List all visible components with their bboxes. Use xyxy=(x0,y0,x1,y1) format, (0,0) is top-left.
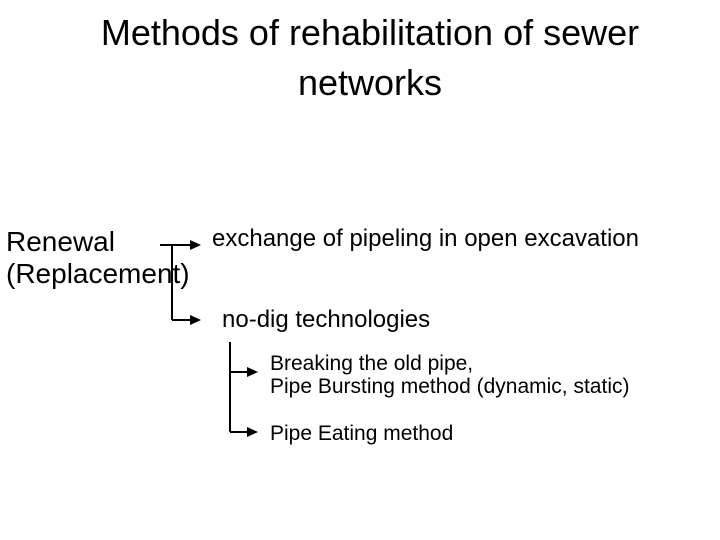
arrow-right-icon xyxy=(247,367,258,377)
arrow-right-icon xyxy=(247,427,258,437)
node-open-excavation: exchange of pipeling in open excavation xyxy=(212,225,639,252)
slide-title-line2: networks xyxy=(297,62,443,103)
slide-title: Methods of rehabilitation of sewer netwo… xyxy=(20,8,720,108)
node-pipe-bursting-line1: Breaking the old pipe, xyxy=(270,352,474,375)
slide-title-line1: Methods of rehabilitation of sewer xyxy=(100,12,640,53)
arrow-right-icon xyxy=(190,240,201,250)
node-renewal-line2: (Replacement) xyxy=(6,258,190,289)
node-pipe-bursting-line2: Pipe Bursting method (dynamic, static) xyxy=(270,375,630,398)
node-renewal-line1: Renewal xyxy=(6,226,115,257)
node-pipe-bursting: Breaking the old pipe, Pipe Bursting met… xyxy=(270,352,629,398)
node-renewal: Renewal (Replacement) xyxy=(6,226,190,290)
node-pipe-eating: Pipe Eating method xyxy=(270,422,454,445)
arrow-right-icon xyxy=(190,315,201,325)
node-no-dig: no-dig technologies xyxy=(222,306,431,333)
